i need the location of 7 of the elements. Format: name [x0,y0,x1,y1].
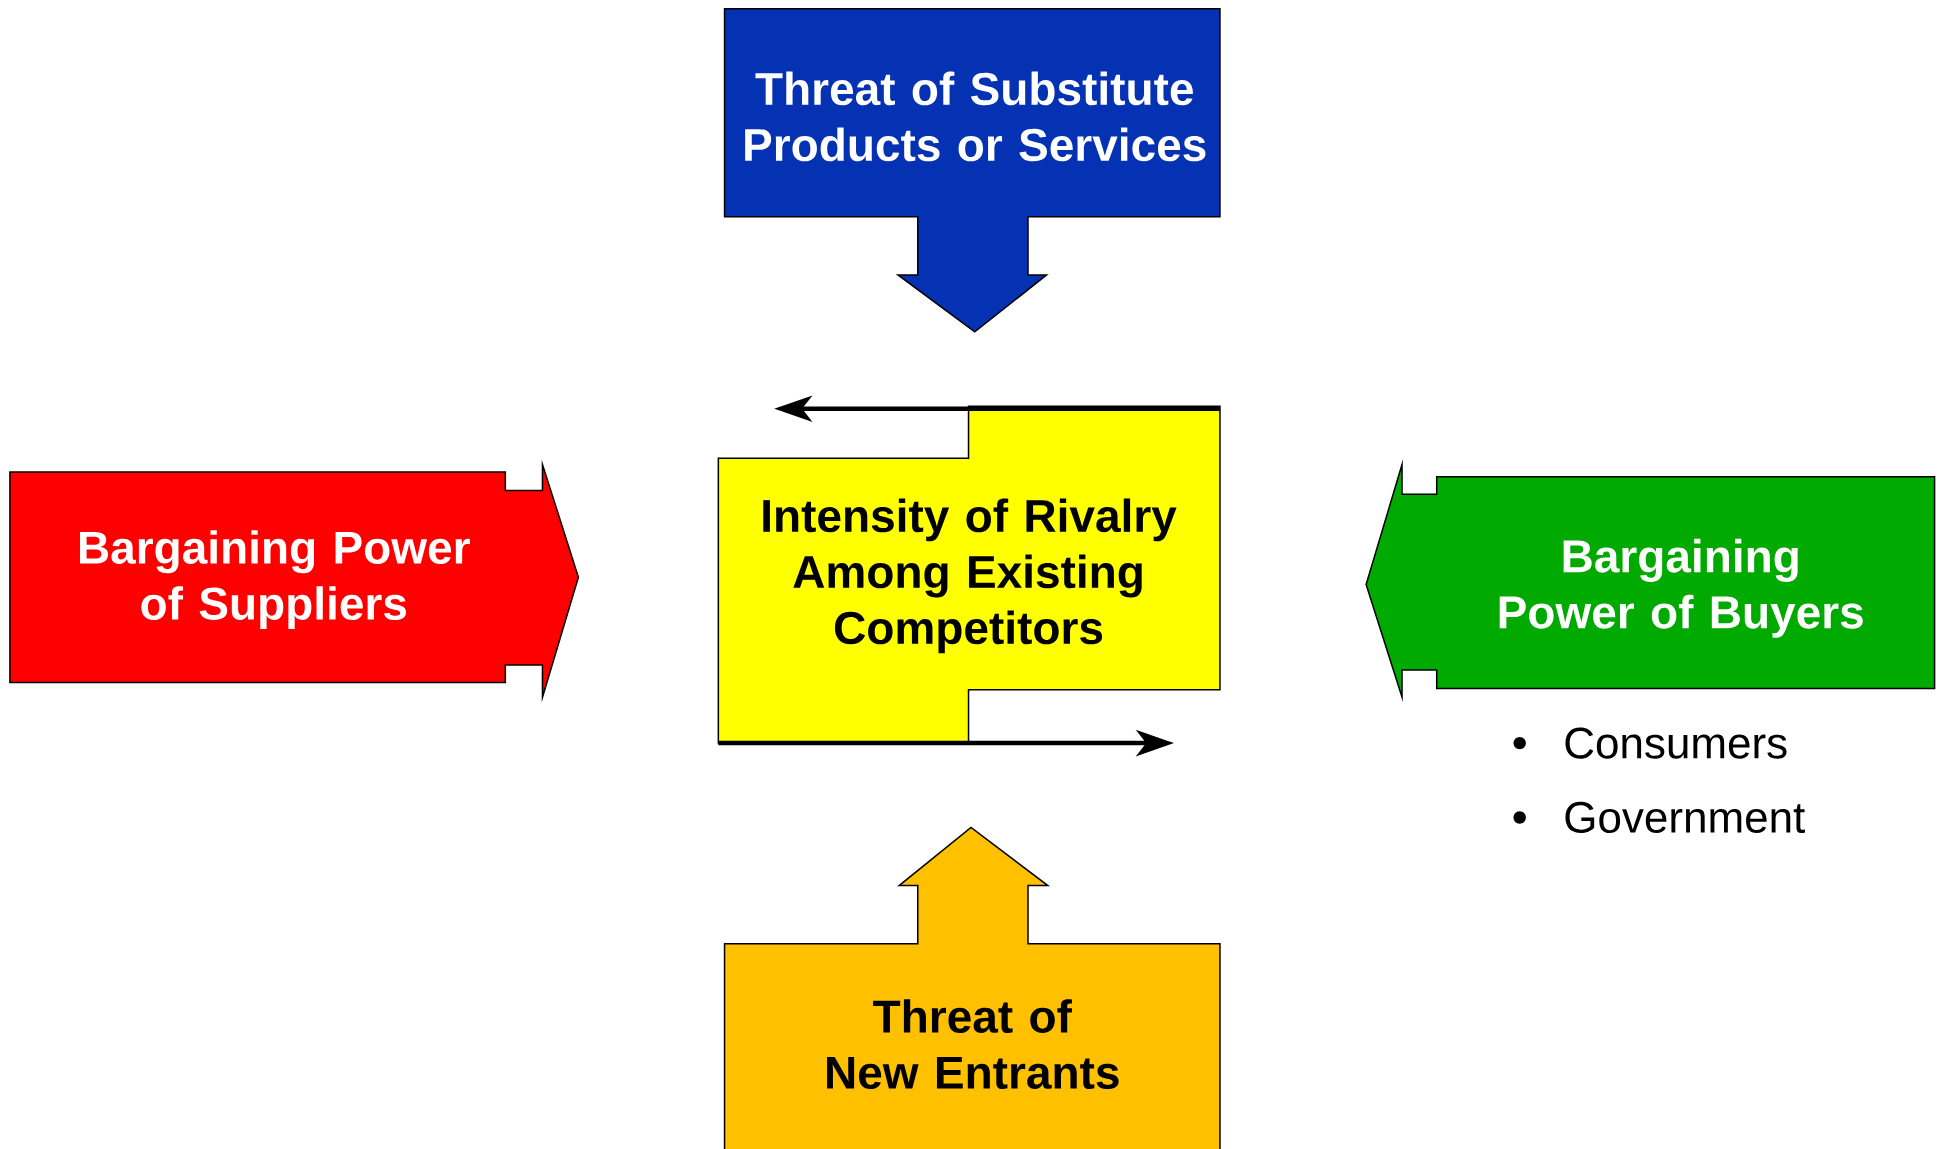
bullet-item: Consumers [1513,727,1787,759]
right-arrow-box: Bargaining Power of Suppliers [9,459,580,703]
bullet-item: Government [1513,801,1805,833]
left-arrow-box: Bargaining Power of Buyers [1365,459,1936,702]
notched-box: Intensity of Rivalry Among Existing Competitors [717,405,1221,744]
down-arrow-box: Threat of Substitute Products or Services [723,7,1221,333]
up-arrow-box: Threat of New Entrants [723,826,1221,1149]
